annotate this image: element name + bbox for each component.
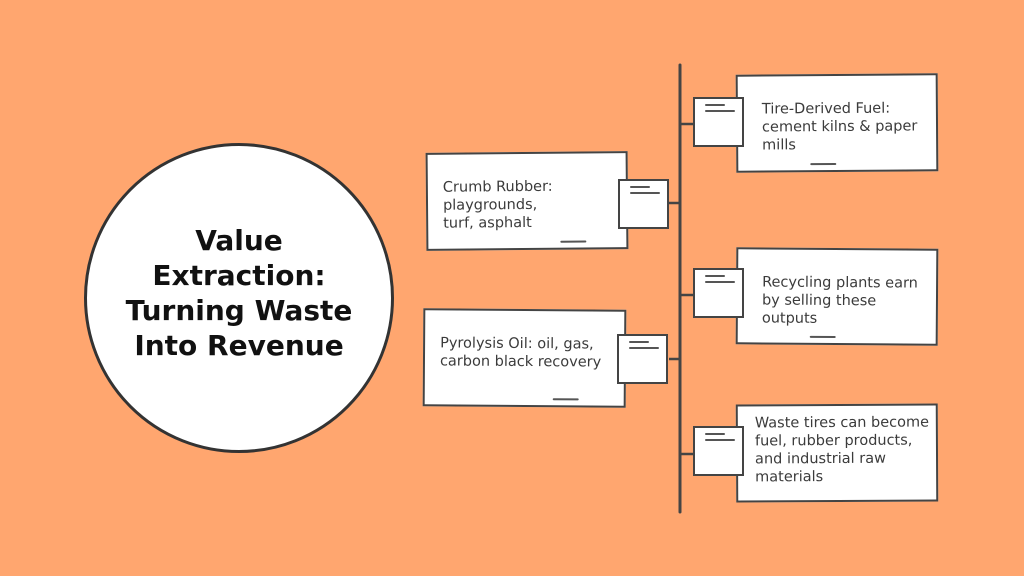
tab-line <box>630 186 650 188</box>
card-recycling-plants-text: Recycling plants earn by selling these o… <box>761 274 918 327</box>
card-waste-tires-text: Waste tires can become fuel, rubber prod… <box>754 414 930 486</box>
tab-tire-derived-fuel <box>693 97 744 147</box>
card-tire-derived-fuel: Tire-Derived Fuel: cement kilns & paper … <box>735 73 939 173</box>
card-decoration-line <box>809 335 836 338</box>
card-decoration-line <box>810 163 837 166</box>
card-crumb-rubber-text: Crumb Rubber: playgrounds, turf, asphalt <box>442 178 553 232</box>
card-crumb-rubber: Crumb Rubber: playgrounds, turf, asphalt <box>425 151 629 251</box>
tab-line <box>629 347 659 349</box>
card-pyrolysis-oil-text: Pyrolysis Oil: oil, gas, carbon black re… <box>439 335 602 371</box>
tab-waste-tires <box>693 426 744 476</box>
tab-line <box>630 192 660 194</box>
card-waste-tires: Waste tires can become fuel, rubber prod… <box>735 403 939 503</box>
tab-line <box>705 104 725 106</box>
tab-pyrolysis-oil <box>617 334 668 384</box>
tab-line <box>629 341 649 343</box>
card-pyrolysis-oil: Pyrolysis Oil: oil, gas, carbon black re… <box>422 308 627 408</box>
central-circle: Value Extraction: Turning Waste Into Rev… <box>84 143 394 453</box>
tab-recycling-plants <box>693 268 744 318</box>
tab-line <box>705 433 725 435</box>
tab-line <box>705 275 725 277</box>
card-decoration-line <box>552 398 579 401</box>
tab-crumb-rubber <box>618 179 669 229</box>
tab-line <box>705 439 735 441</box>
central-title: Value Extraction: Turning Waste Into Rev… <box>125 224 353 362</box>
tab-line <box>705 281 735 283</box>
card-decoration-line <box>560 240 587 243</box>
tab-line <box>705 110 735 112</box>
card-recycling-plants: Recycling plants earn by selling these o… <box>735 247 939 346</box>
card-tire-derived-fuel-text: Tire-Derived Fuel: cement kilns & paper … <box>761 100 918 154</box>
